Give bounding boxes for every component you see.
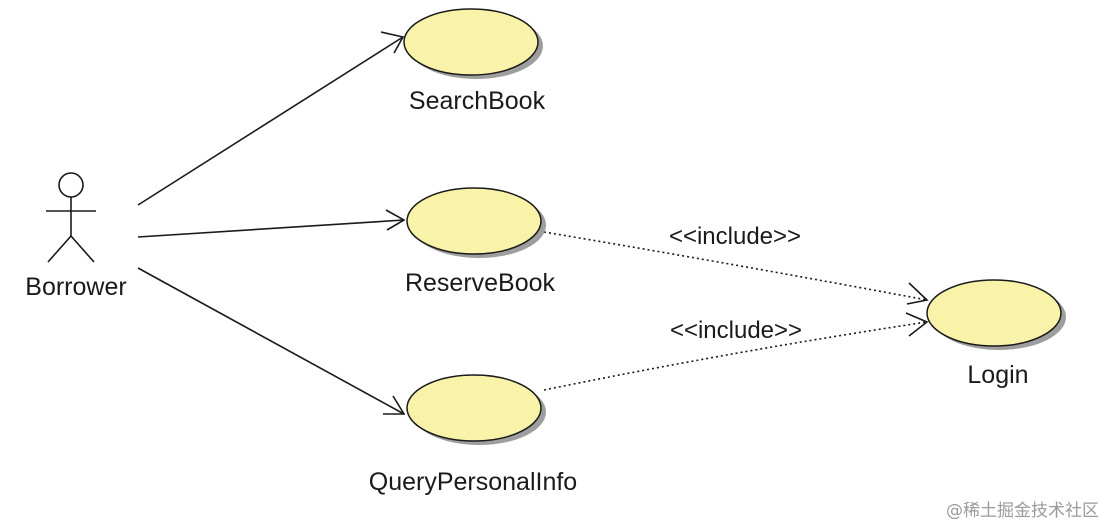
arrowhead-icon: [905, 312, 929, 337]
use-case-label: SearchBook: [409, 87, 546, 115]
include-reservebook-login: <<include>>: [543, 223, 929, 305]
watermark: @稀土掘金技术社区: [946, 501, 1099, 521]
use-case-label: QueryPersonalInfo: [369, 468, 577, 496]
association-borrower-querypersonalinfo: [137, 267, 406, 415]
actor-borrower[interactable]: Borrower: [25, 172, 127, 301]
include-label: <<include>>: [670, 317, 802, 344]
actor-label: Borrower: [25, 273, 126, 301]
association-borrower-reservebook: [137, 209, 406, 238]
use-case-querypersonalinfo[interactable]: QueryPersonalInfo: [369, 374, 577, 496]
use-case-login[interactable]: Login: [926, 279, 1066, 389]
association-borrower-searchbook: [137, 31, 405, 206]
include-label: <<include>>: [669, 223, 801, 250]
arrowhead-icon: [906, 282, 929, 305]
use-case-label: ReserveBook: [405, 269, 556, 297]
use-case-reservebook[interactable]: ReserveBook: [405, 187, 556, 297]
actor-stick-figure-icon: [46, 172, 96, 263]
use-case-searchbook[interactable]: SearchBook: [403, 8, 546, 115]
arrowhead-icon: [380, 31, 405, 54]
arrowhead-icon: [383, 395, 406, 415]
arrowhead-icon: [385, 209, 406, 231]
include-querypersonalinfo-login: <<include>>: [543, 312, 929, 391]
use-case-label: Login: [967, 361, 1028, 389]
